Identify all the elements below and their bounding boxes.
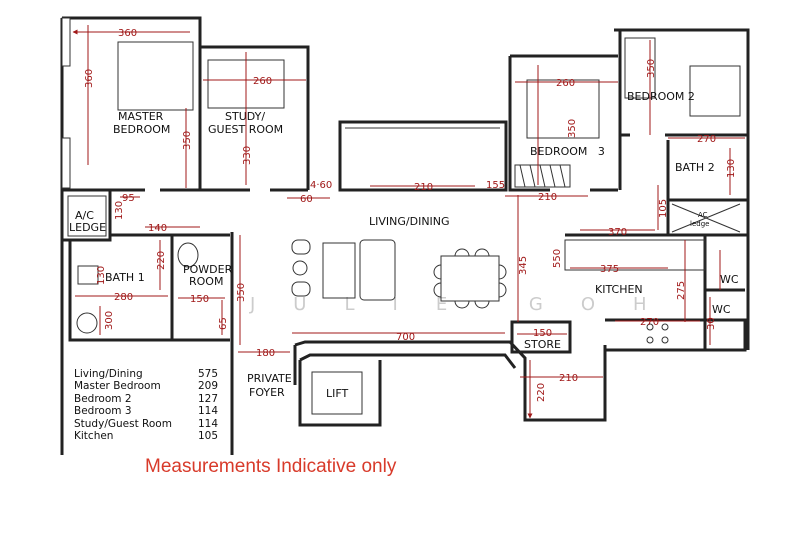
legend-row: Bedroom 2 127 (74, 393, 218, 405)
room-label-bath2: BATH 2 (675, 161, 715, 174)
legend-room: Bedroom 2 (74, 392, 132, 405)
room-label-kitchen: KITCHEN (595, 283, 643, 296)
dim-label: 350 (182, 131, 193, 150)
legend-row: Study/Guest Room 114 (74, 418, 218, 430)
furniture (117, 41, 507, 309)
room-label-bedroom3: BEDROOM 3 (530, 145, 605, 158)
dim-label: 345 (518, 256, 529, 275)
room-label-wc: WC (720, 273, 739, 286)
dim-label: 350 (567, 119, 578, 138)
dim-label: 220 (156, 251, 167, 270)
watermark: JULIE GOH (249, 294, 685, 315)
room-label-bedroom2: BEDROOM 2 (627, 90, 695, 103)
legend-value: 114 (197, 405, 218, 418)
dim-label: 350 (236, 283, 247, 302)
window (61, 137, 71, 189)
dim-label: 65 (218, 317, 229, 330)
dim-label: 260 (253, 76, 272, 87)
dim-label: 280 (114, 292, 133, 303)
dimension-labels: 360 360 350 260 330 95 130 140 220 130 2… (84, 28, 737, 402)
dim-label: 370 (608, 227, 627, 238)
room-label-ac-ledge: ledge (690, 220, 709, 228)
dim-label: 130 (726, 159, 737, 178)
dim-label: 210 (559, 373, 578, 384)
legend-room: Master Bedroom (74, 380, 161, 393)
room-label-lift: LIFT (326, 387, 349, 400)
legend-row: Bedroom 3 114 (74, 405, 218, 417)
sofa (359, 239, 396, 301)
dim-label: 130 (114, 201, 125, 220)
dim-label: 180 (256, 348, 275, 359)
dim-label: 260 (556, 78, 575, 89)
legend-room: Study/Guest Room (74, 417, 172, 430)
legend-row: Living/Dining 575 (74, 368, 218, 380)
dim-label: 375 (600, 264, 619, 275)
room-label-store: STORE (524, 338, 561, 351)
legend-room: Bedroom 3 (74, 405, 132, 418)
dim-label: 105 (658, 199, 669, 218)
dim-label: 350 (646, 59, 657, 78)
dim-label: 270 (697, 134, 716, 145)
dim-label: 60 (300, 194, 313, 205)
dim-label: 4·60 (310, 180, 332, 191)
room-label-master: MASTER (118, 110, 164, 123)
stool (292, 260, 308, 276)
room-label-living: LIVING/DINING (369, 215, 450, 228)
room-label-wc: WC (712, 303, 731, 316)
room-label-bath1: BATH 1 (105, 271, 145, 284)
legend-value: 114 (197, 417, 218, 430)
room-label-powder: ROOM (189, 275, 223, 288)
dim-label: 150 (190, 294, 209, 305)
bed (117, 41, 194, 111)
dim-label: 210 (538, 192, 557, 203)
disclaimer-note: Measurements Indicative only (145, 456, 397, 477)
legend-row: Kitchen 105 (74, 430, 218, 442)
dim-label: 270 (640, 317, 659, 328)
dim-label: 550 (552, 249, 563, 268)
legend-value: 209 (197, 380, 218, 393)
dim-label: 360 (84, 69, 95, 88)
dim-label: 275 (676, 281, 687, 300)
dim-label: 95 (122, 193, 135, 204)
dim-label: 330 (242, 146, 253, 165)
area-legend: Living/Dining 575 Master Bedroom 209 Bedro… (74, 368, 218, 442)
dim-label: 210 (414, 182, 433, 193)
legend-value: 127 (197, 392, 218, 405)
room-label-master: BEDROOM (113, 123, 170, 136)
room-label-foyer: PRIVATE (247, 372, 292, 385)
dim-label: 700 (396, 332, 415, 343)
legend-value: 105 (197, 430, 218, 443)
room-label-ac-ledge: LEDGE (69, 221, 106, 234)
legend-room: Kitchen (74, 430, 114, 443)
dim-label: 30 (706, 317, 717, 330)
dim-label: 155 (486, 180, 505, 191)
legend-value: 575 (197, 368, 218, 380)
dim-label: 140 (148, 223, 167, 234)
coffee-table (322, 242, 356, 299)
dimension-lines (73, 25, 745, 418)
dim-label: 360 (118, 28, 137, 39)
legend-row: Master Bedroom 209 (74, 380, 218, 392)
window (61, 17, 71, 67)
room-label-study: STUDY/ (225, 110, 265, 123)
legend-room: Living/Dining (74, 368, 143, 380)
dim-label: 150 (533, 328, 552, 339)
dim-label: 300 (104, 311, 115, 330)
room-label-foyer: FOYER (249, 386, 285, 399)
room-label-ac-ledge: AC (698, 211, 708, 219)
chair (291, 239, 311, 255)
dim-label: 130 (96, 266, 107, 285)
dim-label: 220 (536, 383, 547, 402)
